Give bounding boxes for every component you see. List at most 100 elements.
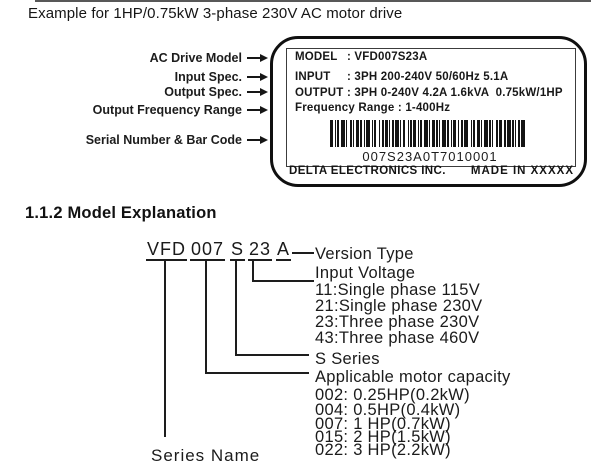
nameplate-field-value: : 3PH 0-240V 4.2A 1.6kVA 0.75kW/1HP (347, 87, 563, 99)
barcode-bar (372, 120, 373, 147)
barcode-space (362, 120, 364, 147)
barcode-space (401, 120, 403, 147)
barcode-space (498, 120, 499, 147)
label-input-voltage-option: 11:Single phase 115V (315, 281, 481, 299)
callout-ac-drive-model: AC Drive Model (30, 51, 268, 65)
barcode-space (440, 120, 442, 147)
callout-input-spec: Input Spec. (30, 70, 268, 84)
barcode-space (339, 120, 341, 147)
barcode-bar (504, 120, 506, 147)
barcode-space (491, 120, 492, 147)
barcode-bar (403, 120, 405, 147)
model-segment-series: VFD (146, 239, 187, 261)
callout-label: Serial Number & Bar Code (85, 133, 242, 147)
barcode-bar (400, 120, 401, 147)
serial-number: 007S23A0T7010001 (362, 149, 498, 164)
barcode-space (422, 120, 424, 147)
nameplate-model-row: MODEL: VFD007S23A (295, 51, 427, 63)
barcode-bar (477, 120, 480, 147)
barcode-space (333, 120, 335, 147)
barcode-bar (436, 120, 438, 147)
label-input-voltage: Input Voltage (315, 264, 416, 282)
barcode-bar (489, 120, 491, 147)
label-series-name: Series Name (151, 446, 261, 465)
barcode-bar (451, 120, 452, 147)
barcode-space (394, 120, 395, 147)
barcode-space (359, 120, 360, 147)
nameplate-inner-box: MODEL: VFD007S23A INPUT: 3PH 200-240V 50… (286, 48, 576, 167)
barcode-bar (392, 120, 394, 147)
nameplate-frequency-row: Frequency Range : 1-400Hz (295, 102, 451, 114)
callout-serial-number-bar-code: Serial Number & Bar Code (30, 133, 268, 147)
label-input-voltage-option: 21:Single phase 230V (315, 297, 483, 315)
barcode-bar (366, 120, 370, 147)
arrow-head (260, 88, 268, 96)
barcode-bar (518, 120, 520, 147)
barcode-bar (442, 120, 446, 147)
barcode-space (502, 120, 504, 147)
barcode-space (428, 120, 429, 147)
section-heading: 1.1.2 Model Explanation (25, 204, 217, 222)
nameplate-field-label: OUTPUT (295, 87, 344, 99)
connector-line-capacity-v (205, 259, 207, 374)
connector-line-series-v (164, 259, 166, 437)
barcode-bar (512, 120, 514, 147)
arrow-right-icon (247, 136, 268, 144)
barcode-bar (385, 120, 388, 147)
barcode-space (365, 120, 366, 147)
barcode-bar (350, 120, 352, 147)
barcode-bar (395, 120, 399, 147)
barcode-space (347, 120, 350, 147)
barcode-space (493, 120, 496, 147)
arrow-shaft (247, 109, 260, 111)
barcode-space (345, 120, 346, 147)
barcode-bar (447, 120, 449, 147)
barcode-space (468, 120, 471, 147)
barcode-bar (353, 120, 354, 147)
nameplate: MODEL: VFD007S23A INPUT: 3PH 200-240V 50… (270, 36, 587, 187)
model-segment-version: A (276, 239, 292, 261)
barcode-bar (439, 120, 440, 147)
barcode-space (511, 120, 512, 147)
barcode-bar (484, 120, 488, 147)
barcode-bar (481, 120, 482, 147)
label-input-voltage-option: 23:Three phase 230V (315, 313, 480, 331)
barcode-space (373, 120, 374, 147)
callout-output-spec: Output Spec. (30, 85, 268, 99)
callout-label: Input Spec. (174, 70, 242, 84)
barcode-space (456, 120, 458, 147)
barcode-bar (471, 120, 472, 147)
callout-label: Output Frequency Range (92, 103, 242, 117)
arrow-head (260, 54, 268, 62)
barcode-space (520, 120, 521, 147)
callout-output-frequency-range: Output Frequency Range (30, 103, 268, 117)
barcode-space (472, 120, 473, 147)
label-motor-capacity-option: 004: 0.5HP(0.4kW) (315, 401, 461, 419)
label-version-type: Version Type (315, 245, 414, 263)
barcode-bar (453, 120, 456, 147)
barcode-bar (410, 120, 412, 147)
connector-line-capacity-h (205, 372, 309, 374)
barcode-space (336, 120, 337, 147)
label-motor-capacity-option: 007: 1 HP(0.7kW) (315, 415, 451, 433)
barcode-space (419, 120, 420, 147)
arrow-shaft (247, 76, 260, 78)
barcode-space (452, 120, 453, 147)
barcode (330, 120, 530, 147)
barcode-space (488, 120, 489, 147)
barcode-bar (413, 120, 416, 147)
barcode-bar (521, 120, 525, 147)
barcode-bar (408, 120, 409, 147)
barcode-space (354, 120, 356, 147)
barcode-bar (432, 120, 435, 147)
barcode-bar (418, 120, 419, 147)
barcode-space (435, 120, 436, 147)
barcode-space (514, 120, 515, 147)
model-segment-s: S (230, 239, 246, 261)
barcode-bar (461, 120, 463, 147)
barcode-bar (356, 120, 359, 147)
barcode-space (449, 120, 451, 147)
callout-label: AC Drive Model (149, 51, 242, 65)
nameplate-field-label: INPUT (295, 71, 331, 83)
